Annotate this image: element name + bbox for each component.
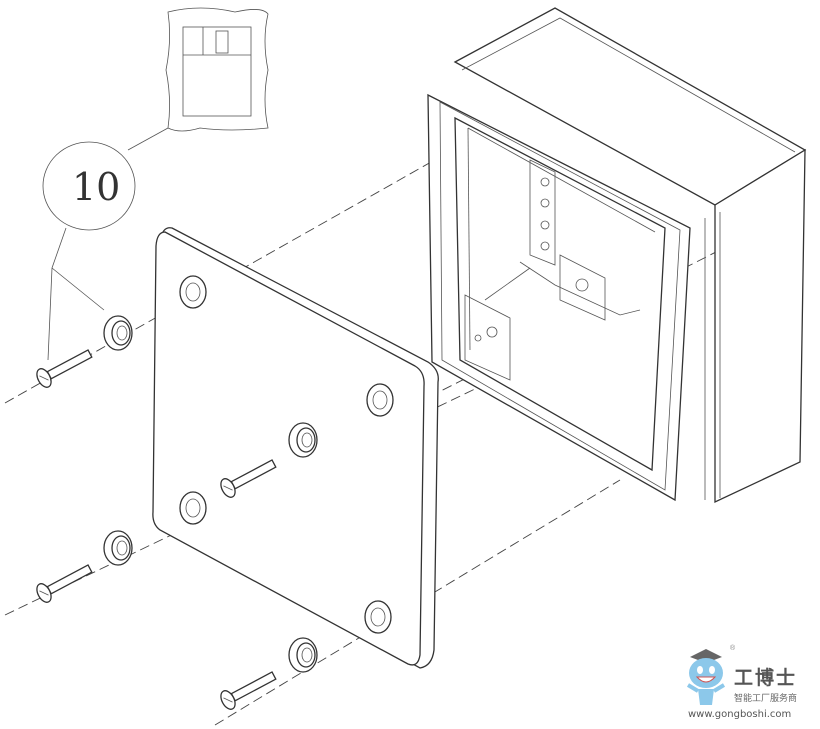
screws — [36, 349, 277, 710]
mascot-icon — [686, 649, 726, 705]
registered-mark: ® — [730, 645, 736, 652]
watermark-tagline: 智能工厂服务商 — [734, 694, 798, 704]
watermark-logo: ® 工博士 智能工厂服务商 www.gongboshi.com — [684, 645, 820, 729]
watermark-brand: 工博士 — [734, 667, 798, 689]
callout-number: 10 — [72, 165, 120, 209]
lid-holes — [179, 275, 394, 634]
washers — [103, 315, 318, 673]
watermark-url: www.gongboshi.com — [688, 709, 792, 720]
callout-balloon: 10 — [42, 7, 269, 361]
enclosure-box — [427, 7, 807, 504]
